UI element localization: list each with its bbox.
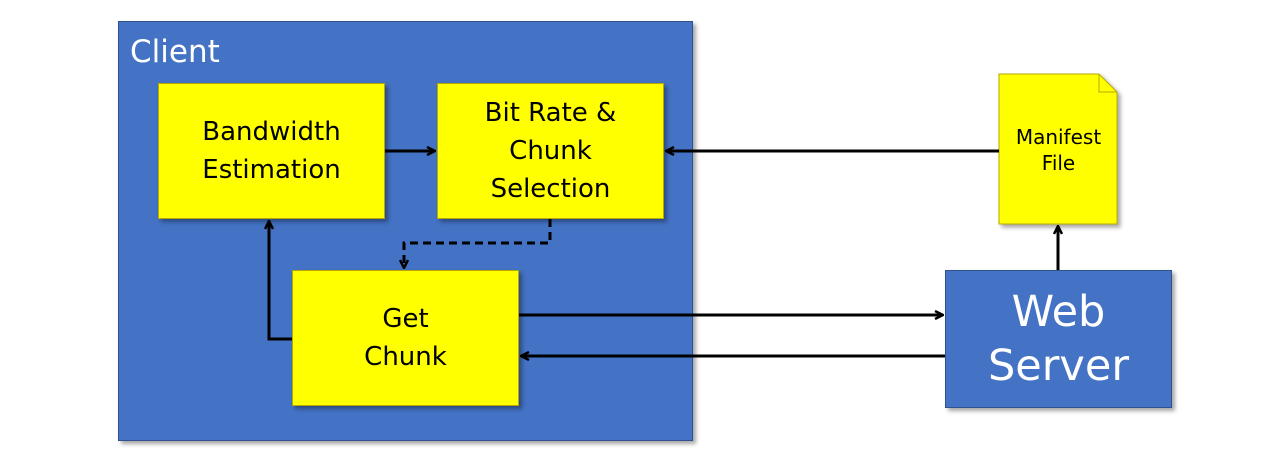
arrow-getchunk-to-bandwidth <box>269 221 292 341</box>
bandwidth-estimation-label: Bandwidth Estimation <box>202 117 341 185</box>
web-server-label: Web Server <box>987 287 1129 391</box>
client-label: Client <box>130 34 220 70</box>
arrow-bitrate-to-getchunk <box>404 219 552 268</box>
bitrate-chunk-selection-box: Bit Rate & Chunk Selection <box>437 83 664 219</box>
manifest-file-icon <box>998 73 1118 225</box>
bitrate-chunk-selection-label: Bit Rate & Chunk Selection <box>484 98 617 204</box>
manifest-file-label: Manifest File <box>1015 125 1102 175</box>
web-server-box: Web Server <box>945 270 1172 408</box>
get-chunk-label: Get Chunk <box>364 304 447 372</box>
get-chunk-box: Get Chunk <box>292 270 519 406</box>
bandwidth-estimation-box: Bandwidth Estimation <box>158 83 385 219</box>
